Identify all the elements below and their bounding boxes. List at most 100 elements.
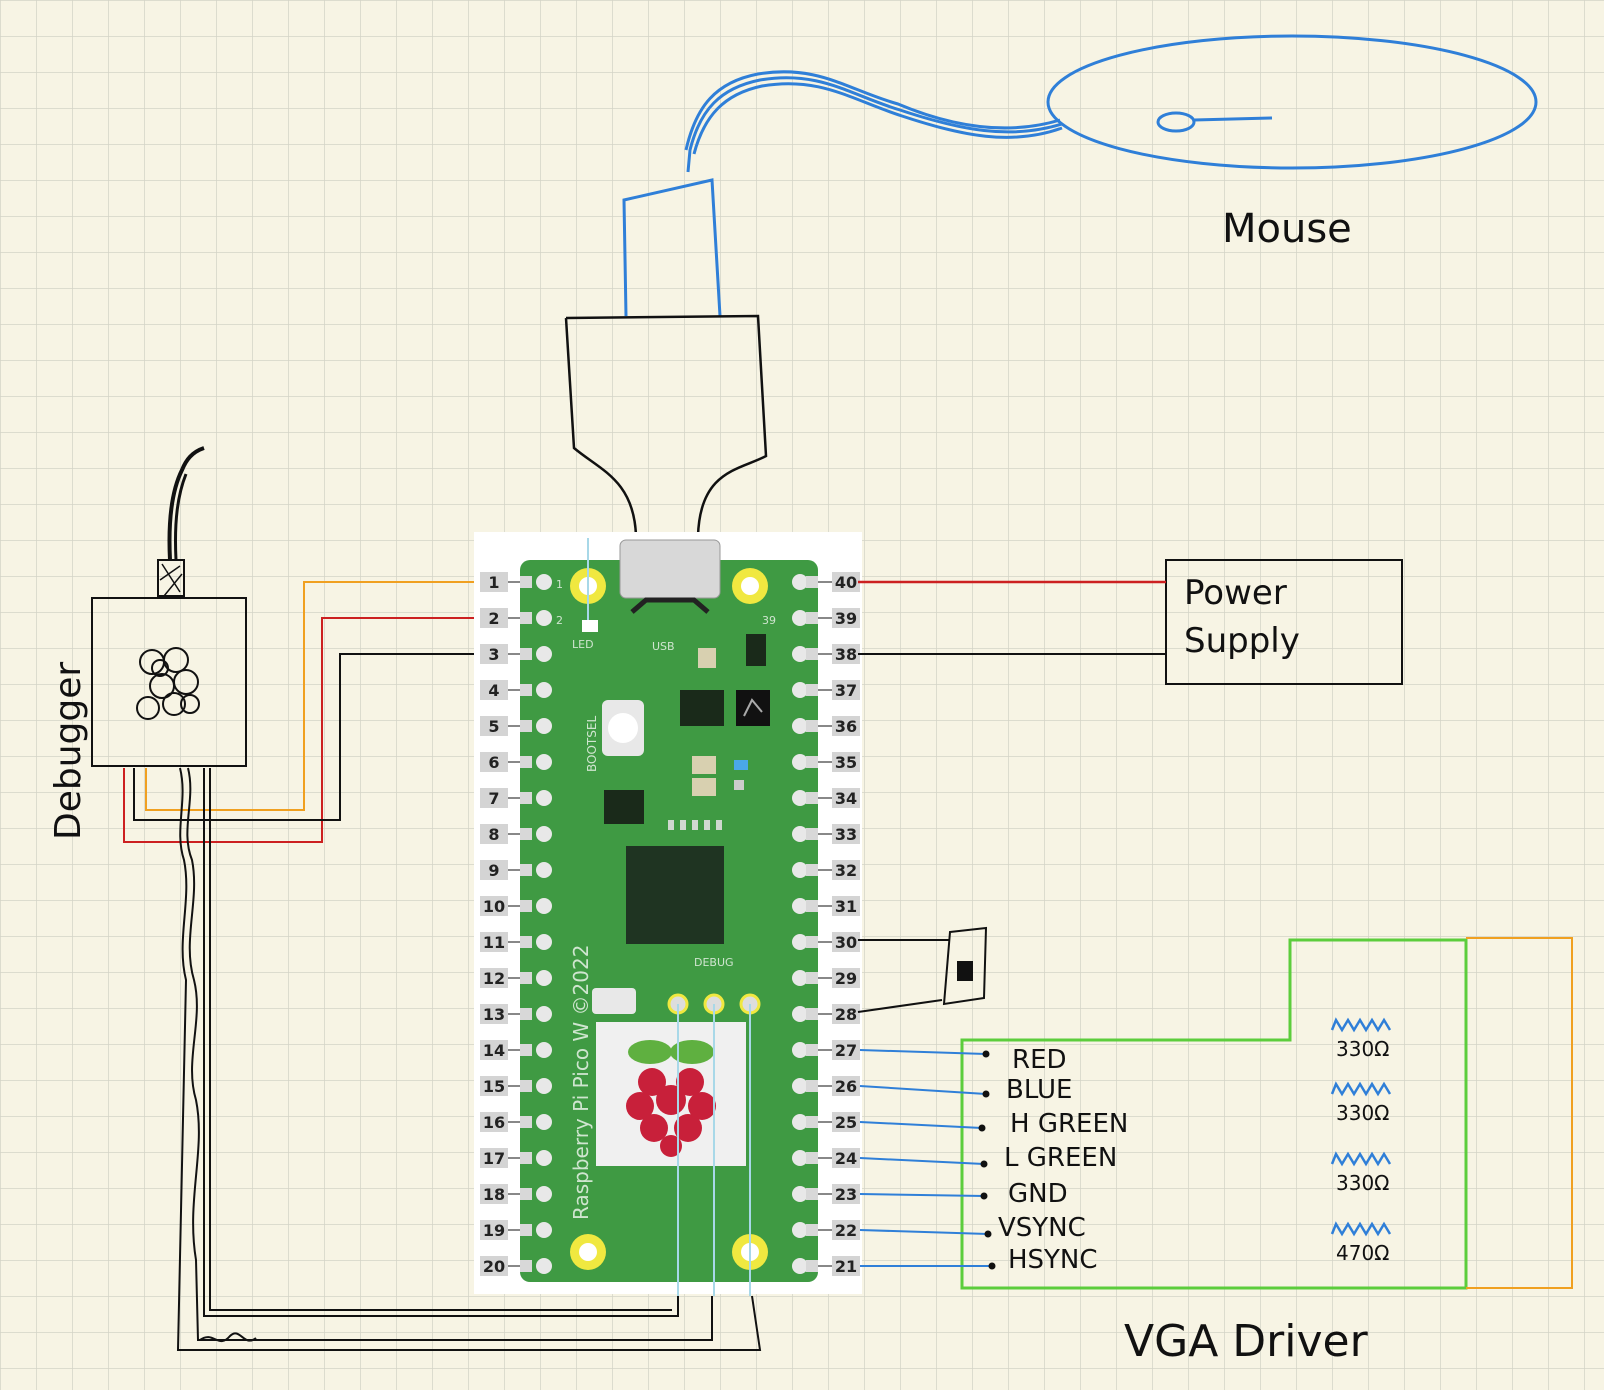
pad-left (536, 1222, 552, 1238)
vga-wire (859, 1085, 987, 1095)
usb-cable (564, 314, 768, 537)
resistor-value: 330Ω (1336, 1101, 1389, 1125)
vga-driver-label: VGA Driver (1124, 1316, 1369, 1367)
pad-left (536, 1078, 552, 1094)
pin-label: 25 (835, 1113, 857, 1132)
power-supply-label-1: Power (1184, 573, 1287, 613)
pin-label: 22 (835, 1221, 857, 1240)
swd-overlay-traces (587, 538, 751, 1296)
vga-driver-box (960, 938, 1468, 1290)
pad-right (792, 610, 808, 626)
silk-pin2: 2 (556, 614, 563, 627)
led-component (582, 620, 598, 632)
pin-label: 33 (835, 825, 857, 844)
pin-label: 37 (835, 681, 857, 700)
vga-wires (859, 1049, 996, 1270)
pin-label: 32 (835, 861, 857, 880)
pad-left (536, 826, 552, 842)
vga-wire (859, 1157, 985, 1165)
pad-right (792, 1258, 808, 1274)
micro-usb-port (619, 539, 721, 599)
pin-label: 38 (835, 645, 857, 664)
vga-signal-label: HSYNC (1008, 1245, 1098, 1275)
pad-right (792, 1186, 808, 1202)
resistor-icon (1330, 1151, 1392, 1167)
vga-wire (859, 1193, 985, 1197)
vga-connector-orange (1466, 937, 1573, 1289)
castellations (520, 574, 818, 1274)
pin-label: 11 (483, 933, 505, 952)
resistor-value: 470Ω (1336, 1241, 1389, 1265)
pin-label: 18 (483, 1185, 505, 1204)
silk-usb: USB (652, 640, 675, 653)
pico-board: LED USB DEBUG 1 2 3 9 BOOTSEL Raspberry P… (474, 532, 862, 1294)
silk-debug: DEBUG (694, 956, 734, 969)
power-supply-label-2: Supply (1184, 621, 1300, 661)
pad-left (536, 1150, 552, 1166)
pad-right (792, 682, 808, 698)
resistor-value: 330Ω (1336, 1037, 1389, 1061)
pad-right (792, 1114, 808, 1130)
pin-label: 23 (835, 1185, 857, 1204)
vga-wire (859, 1121, 983, 1129)
vga-signal-label: H GREEN (1010, 1109, 1128, 1139)
pad-left (536, 934, 552, 950)
pin-label: 20 (483, 1257, 505, 1276)
pad-right (792, 1006, 808, 1022)
debugger-swd-wires (176, 767, 762, 1351)
debugger-usb-cable (167, 446, 205, 561)
pin-label: 6 (488, 753, 499, 772)
pin-label: 27 (835, 1041, 857, 1060)
pad-left (536, 898, 552, 914)
pad-left (536, 646, 552, 662)
pin-label: 9 (488, 861, 499, 880)
pin-label: 31 (835, 897, 857, 916)
pin-label: 7 (488, 789, 499, 808)
silk-pin1: 1 (556, 578, 563, 591)
pad-left (536, 754, 552, 770)
pin-label: 16 (483, 1113, 505, 1132)
raspberry-logo-icon (136, 647, 200, 720)
pad-right (792, 1078, 808, 1094)
power-supply (858, 559, 1403, 685)
vga-signal-label: RED (1012, 1045, 1067, 1075)
pad-left (536, 1006, 552, 1022)
pin-label: 29 (835, 969, 857, 988)
pad-right (792, 574, 808, 590)
raspberry-pi-logo-icon (626, 1040, 716, 1157)
vga-wire (859, 1049, 987, 1055)
resistor-icon (1330, 1017, 1392, 1033)
silk-led: LED (572, 638, 594, 651)
power-supply-box (1165, 559, 1403, 685)
vga-signal-label: L GREEN (1004, 1143, 1117, 1173)
pad-right (792, 970, 808, 986)
pad-right (792, 790, 808, 806)
mouse-button-split (1193, 116, 1273, 122)
wire-pin2-red (123, 617, 482, 843)
pad-right (792, 826, 808, 842)
vga-signal-label: VSYNC (998, 1213, 1086, 1243)
pin-label: 3 (488, 645, 499, 664)
resistor-icon (1330, 1081, 1392, 1097)
debugger-usb-port (157, 559, 185, 597)
mouse-label: Mouse (1222, 206, 1352, 252)
pad-left (536, 1114, 552, 1130)
silk-bootsel: BOOTSEL (585, 716, 599, 772)
board-name: Raspberry Pi Pico W ©2022 (569, 945, 593, 1220)
pad-left (536, 718, 552, 734)
pad-right (792, 934, 808, 950)
pad-right (792, 718, 808, 734)
rp2040-chip (626, 846, 724, 944)
pin-label: 26 (835, 1077, 857, 1096)
mouse-body (1046, 34, 1538, 170)
vga-signal-label: BLUE (1006, 1075, 1073, 1105)
resistor-value: 330Ω (1336, 1171, 1389, 1195)
wire-pin3-black (133, 653, 482, 821)
debugger-label: Debugger (48, 662, 89, 840)
pad-left (536, 682, 552, 698)
wire-pin1-orange (145, 581, 482, 811)
